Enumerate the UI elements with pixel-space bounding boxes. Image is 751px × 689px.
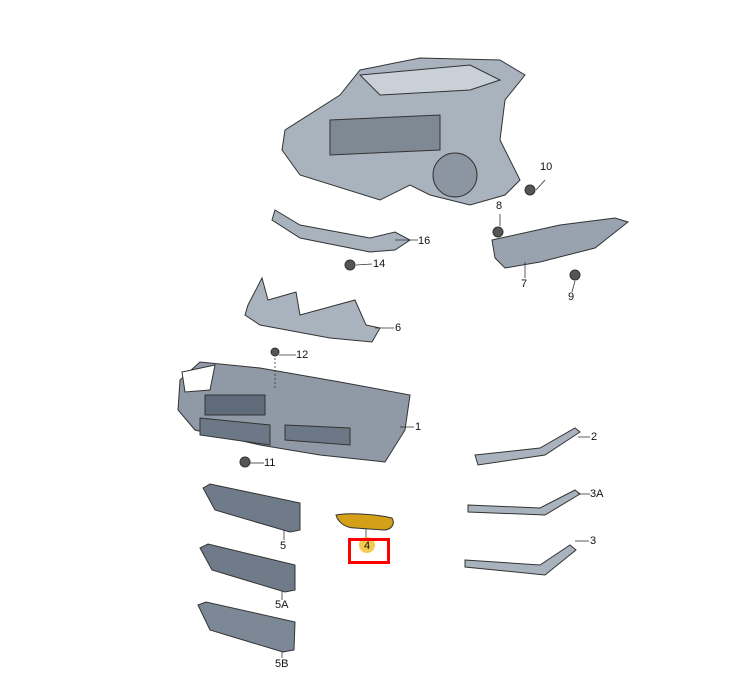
callout-9[interactable]: 9 [568, 291, 575, 303]
callout-4[interactable]: 4 [364, 540, 371, 552]
highlight-box [348, 538, 390, 564]
part-3 [464, 544, 577, 576]
part-7 [491, 217, 630, 269]
callout-6[interactable]: 6 [395, 322, 402, 334]
callout-5[interactable]: 5 [280, 540, 287, 552]
callout-11[interactable]: 11 [264, 457, 276, 469]
part-6 [244, 276, 381, 343]
part-2 [474, 427, 581, 466]
part-3A [467, 489, 581, 516]
part-16 [271, 209, 411, 253]
callout-5a[interactable]: 5A [275, 599, 289, 611]
callout-14[interactable]: 14 [373, 258, 386, 270]
callout-1[interactable]: 1 [415, 421, 422, 433]
callout-12[interactable]: 12 [296, 349, 309, 361]
part-5B [197, 601, 296, 653]
callout-5b[interactable]: 5B [275, 658, 289, 670]
callout-3a[interactable]: 3A [590, 488, 604, 500]
callout-2[interactable]: 2 [591, 431, 598, 443]
part-5A [199, 543, 296, 593]
callout-16[interactable]: 16 [418, 235, 431, 247]
callout-3[interactable]: 3 [590, 535, 597, 547]
callout-8[interactable]: 8 [496, 200, 503, 212]
part-5 [202, 483, 301, 533]
callout-7[interactable]: 7 [521, 278, 528, 290]
part-4 [335, 513, 394, 531]
callout-10[interactable]: 10 [540, 161, 553, 173]
selected-part-marker [359, 537, 375, 553]
